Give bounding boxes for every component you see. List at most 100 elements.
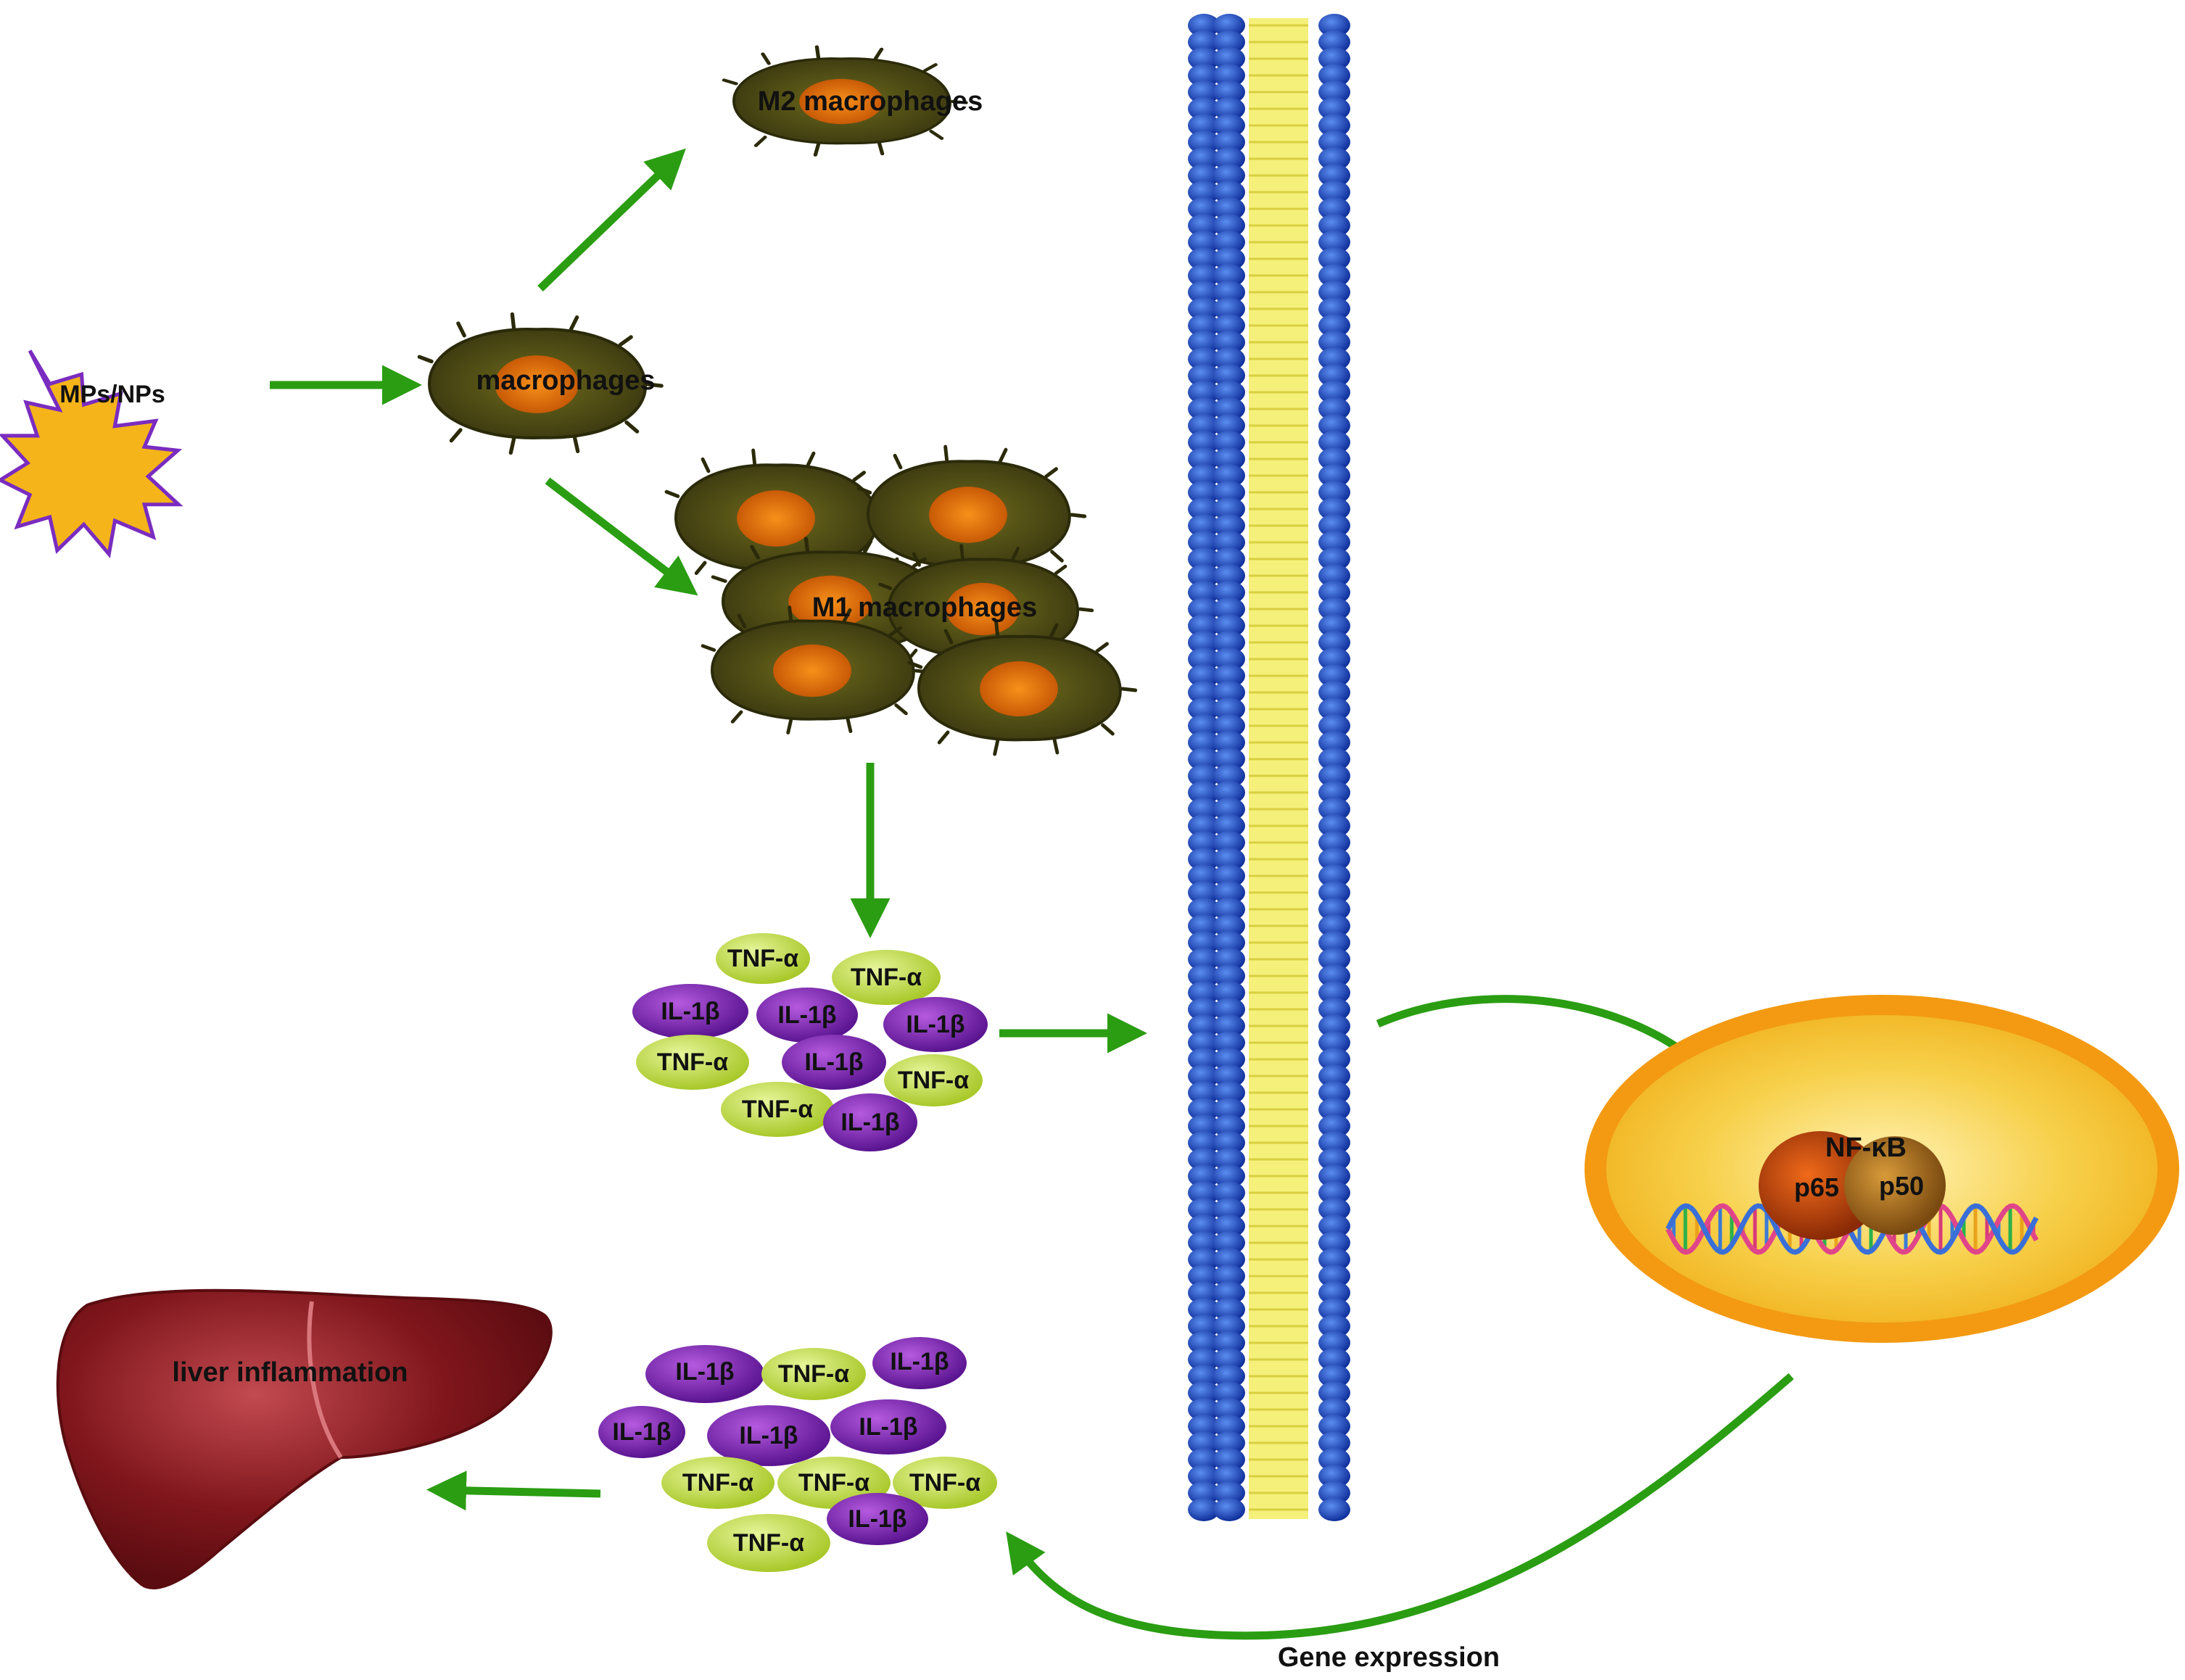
tnf-ellipse: TNF-α <box>832 950 941 1005</box>
lipid-head <box>1213 581 1245 604</box>
lipid-head <box>1318 181 1350 204</box>
liver-label: liver inflammation <box>172 1357 408 1388</box>
lipid-head <box>1188 914 1220 938</box>
lipid-head <box>1188 1281 1220 1304</box>
svg-text:IL-1β: IL-1β <box>675 1358 734 1386</box>
lipid-head <box>1188 1064 1220 1088</box>
lipid-head <box>1213 1131 1245 1154</box>
lipid-head <box>1318 1064 1350 1088</box>
svg-text:TNF-α: TNF-α <box>742 1096 813 1123</box>
lipid-head <box>1213 231 1245 254</box>
lipid-head <box>1213 1448 1245 1471</box>
svg-text:TNF-α: TNF-α <box>727 945 798 972</box>
svg-text:TNF-α: TNF-α <box>733 1529 804 1557</box>
lipid-head <box>1213 147 1245 170</box>
lipid-head <box>1188 647 1220 671</box>
lipid-head <box>1318 864 1350 887</box>
lipid-head <box>1213 981 1245 1004</box>
lipid-head <box>1213 864 1245 887</box>
arrow-to-m2 <box>537 148 686 291</box>
lipid-head <box>1213 314 1245 337</box>
lipid-head <box>1318 1048 1350 1071</box>
lipid-head <box>1213 1048 1245 1071</box>
lipid-head <box>1188 814 1220 837</box>
lipid-head <box>1318 1431 1350 1455</box>
lipid-head <box>1213 281 1245 304</box>
il1b-ellipse: IL-1β <box>632 984 748 1039</box>
lipid-head <box>1318 1148 1350 1171</box>
lipid-head <box>1188 597 1220 621</box>
lipid-head <box>1318 281 1350 304</box>
lipid-head <box>1213 1248 1245 1271</box>
lipid-head <box>1318 231 1350 254</box>
lipid-head <box>1318 1098 1350 1121</box>
lipid-head <box>1213 30 1245 54</box>
lipid-head <box>1318 197 1350 220</box>
lipid-head <box>1188 381 1220 404</box>
lipid-head <box>1188 1048 1220 1071</box>
lipid-head <box>1188 1381 1220 1404</box>
lipid-head <box>1318 297 1350 320</box>
lipid-head <box>1188 1481 1220 1505</box>
lipid-head <box>1318 1298 1350 1321</box>
lipid-head <box>1318 1131 1350 1154</box>
macrophages-label: macrophages <box>476 365 655 396</box>
lipid-head <box>1188 297 1220 320</box>
lipid-head <box>1318 564 1350 587</box>
lipid-head <box>1188 1465 1220 1488</box>
lipid-head <box>1318 848 1350 871</box>
lipid-head <box>1213 547 1245 571</box>
lipid-head <box>1188 931 1220 954</box>
lipid-head <box>1318 1348 1350 1371</box>
lipid-head <box>1213 47 1245 70</box>
lipid-head <box>1188 464 1220 487</box>
arrow-to-liver <box>426 1470 601 1511</box>
il1b-ellipse: IL-1β <box>782 1035 886 1090</box>
lipid-head <box>1213 1298 1245 1321</box>
lipid-head <box>1188 764 1220 787</box>
lipid-head <box>1318 30 1350 54</box>
lipid-head <box>1318 431 1350 454</box>
lipid-head <box>1318 1114 1350 1138</box>
svg-text:IL-1β: IL-1β <box>804 1048 863 1076</box>
lipid-head <box>1318 731 1350 754</box>
lipid-head <box>1213 931 1245 954</box>
lipid-head <box>1213 1114 1245 1138</box>
lipid-head <box>1188 948 1220 971</box>
lipid-head <box>1213 1181 1245 1204</box>
lipid-head <box>1318 314 1350 337</box>
lipid-head <box>1318 881 1350 904</box>
lipid-head <box>1213 664 1245 687</box>
lipid-head <box>1213 1164 1245 1188</box>
lipid-head <box>1188 14 1220 37</box>
lipid-head <box>1318 247 1350 270</box>
lipid-head <box>1188 64 1220 87</box>
lipid-head <box>1213 714 1245 737</box>
lipid-head <box>1318 147 1350 170</box>
lipid-head <box>1188 614 1220 637</box>
lipid-head <box>1318 597 1350 621</box>
lipid-head <box>1213 1431 1245 1455</box>
lipid-head <box>1188 681 1220 704</box>
lipid-head <box>1188 1298 1220 1321</box>
lipid-head <box>1213 1331 1245 1354</box>
lipid-head <box>1318 1498 1350 1521</box>
lipid-head <box>1213 114 1245 137</box>
lipid-head <box>1318 581 1350 604</box>
lipid-head <box>1188 214 1220 237</box>
gene-expression-label: Gene expression <box>1278 1642 1500 1673</box>
lipid-head <box>1188 314 1220 337</box>
lipid-head <box>1318 464 1350 487</box>
lipid-head <box>1213 831 1245 854</box>
lipid-head <box>1188 247 1220 270</box>
lipid-head <box>1213 814 1245 837</box>
lipid-head <box>1318 981 1350 1004</box>
lipid-head <box>1188 80 1220 104</box>
lipid-head <box>1318 131 1350 154</box>
svg-text:IL-1β: IL-1β <box>739 1422 798 1449</box>
lipid-head <box>1213 64 1245 87</box>
lipid-head <box>1188 881 1220 904</box>
lipid-head <box>1318 714 1350 737</box>
svg-text:IL-1β: IL-1β <box>840 1109 899 1136</box>
lipid-head <box>1318 1081 1350 1104</box>
